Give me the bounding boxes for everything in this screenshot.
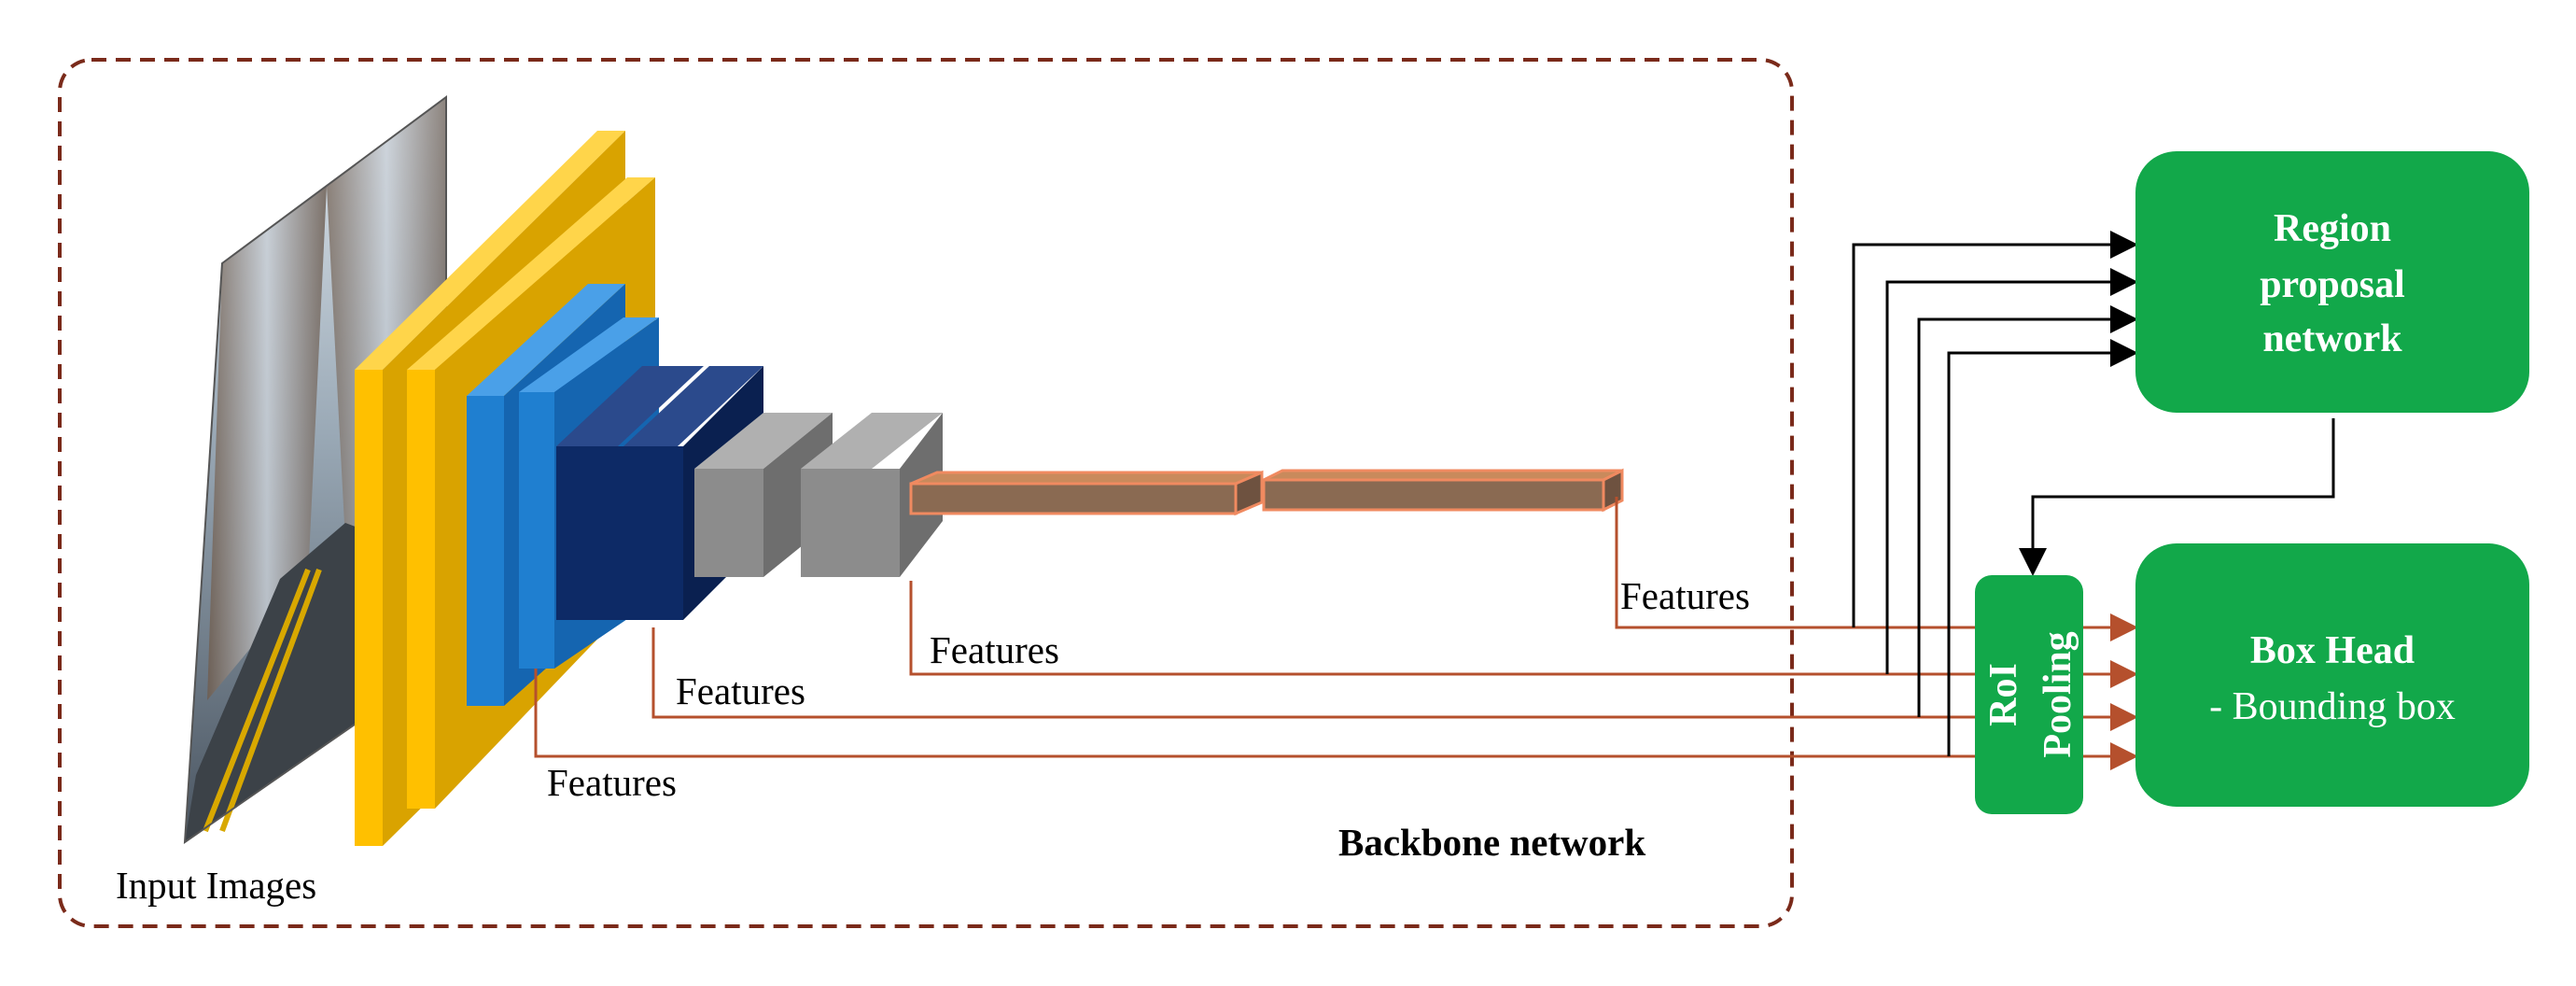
features-label-4: Features — [547, 761, 677, 804]
feature-line-2 — [909, 581, 2138, 688]
roi-pooling-box: RoI Pooling — [1975, 575, 2083, 814]
feature-line-4 — [534, 669, 2138, 770]
backbone-boundary — [58, 58, 1794, 928]
roi-line2: Pooling — [2037, 631, 2079, 757]
box-head-title: Box Head — [2250, 629, 2415, 672]
feature-line-3 — [651, 627, 2138, 731]
rpn-to-roi-arrow — [2019, 418, 2335, 576]
features-label-3: Features — [676, 669, 805, 712]
feature-connections — [534, 497, 2138, 770]
input-images-label: Input Images — [116, 864, 316, 907]
features-label-1: Features — [1620, 574, 1750, 617]
features-label-2: Features — [930, 628, 1059, 671]
rpn-line1: Region — [2274, 207, 2391, 250]
rpn-line3: network — [2262, 317, 2402, 360]
roi-line1: RoI — [1982, 663, 2025, 726]
rpn-connections — [1852, 231, 2335, 756]
box-head-box: Box Head - Bounding box — [2135, 543, 2529, 807]
feature-bars — [909, 468, 1624, 516]
rpn-line2: proposal — [2260, 263, 2405, 306]
feature-line-1 — [1615, 497, 2138, 641]
box-head-subtitle: - Bounding box — [2209, 685, 2456, 728]
region-proposal-network-box: Region proposal network — [2135, 151, 2529, 413]
conv-layer-gray — [694, 413, 943, 577]
backbone-network-label: Backbone network — [1338, 821, 1645, 864]
